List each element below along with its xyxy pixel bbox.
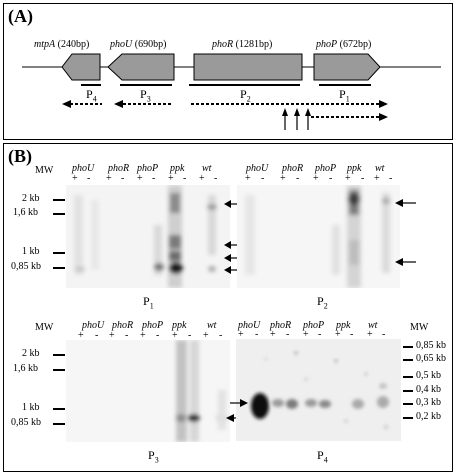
strain-wt-p2: wt [375,163,385,174]
blot-p1 [66,185,230,288]
panel-a: (A) mtpA (240bp) phoU (690b [3,3,453,140]
strain-phoP-p2: phoP [315,163,337,174]
strain-phoP-p3: phoP [142,320,164,331]
probe-label-p4: P4 [86,87,97,104]
blot-p2 [237,185,400,288]
marker-p3-1kb: 1 kb [22,402,40,413]
blot-p1-caption: P1 [143,294,154,311]
marker-p4-0-2kb: 0,2 kb [416,411,441,422]
start-site-arrow-3 [305,108,311,116]
strain-phoU-p2: phoU [246,163,269,174]
mw-label-p3: MW [35,322,54,333]
strain-ppk-p4: ppk [336,320,351,331]
probe-label-p1: P1 [339,87,350,104]
strain-phoR-p4: phoR [270,320,292,331]
blot-p3 [66,340,230,442]
strain-ppk-p1: ppk [170,163,185,174]
marker-p4-0-3kb: 0,3 kb [416,397,441,408]
strain-phoR-p2: phoR [282,163,304,174]
strain-phoU-p3: phoU [82,320,105,331]
gene-mtpA-arrow [61,53,101,81]
gene-label-phoP: phoP (672bp) [316,39,372,50]
marker-p4-0-4kb: 0,4 kb [416,384,441,395]
marker-p1-1-6kb: 1,6 kb [13,207,38,218]
gene-label-phoR: phoR (1281bp) [212,39,273,50]
strain-ppk-p3: ppk [172,320,187,331]
marker-p3-1-6kb: 1,6 kb [13,363,38,374]
gene-phoP-arrow [313,53,381,81]
start-site-arrow-2 [294,108,300,116]
marker-p4-0-85kb: 0,85 kb [416,340,446,351]
marker-p4-0-5kb: 0,5 kb [416,370,441,381]
gene-label-phoU: phoU (690bp) [110,39,167,50]
marker-p1-2kb: 2 kb [22,193,40,204]
panel-b: (B) MW phoU phoR phoP ppk wt +- +- +- +-… [3,143,453,472]
strain-wt-p3: wt [207,320,217,331]
marker-p4-0-65kb: 0,65 kb [416,353,446,364]
arrow-p4 [230,399,248,407]
strain-ppk-p2: ppk [347,163,362,174]
operon-map [22,53,441,130]
blot-p4 [236,339,401,441]
marker-p1-0-85kb: 0,85 kb [11,261,41,272]
probe-label-p3: P3 [140,87,151,104]
strain-phoU-p1: phoU [72,163,95,174]
blot-p4-caption: P4 [317,448,328,465]
mw-label-p4: MW [410,322,429,333]
gene-phoU-arrow [107,53,175,81]
marker-p3-0-85kb: 0,85 kb [11,417,41,428]
strain-wt-p4: wt [368,320,378,331]
panel-b-label: (B) [8,146,32,166]
strain-phoP-p4: phoP [303,320,325,331]
strain-wt-p1: wt [202,163,212,174]
strain-phoU-p4: phoU [238,320,261,331]
mw-label-p1: MW [35,165,54,176]
strain-phoR-p1: phoR [108,163,130,174]
strain-phoP-p1: phoP [137,163,159,174]
start-site-arrow-1 [282,108,288,116]
strain-phoR-p3: phoR [112,320,134,331]
arrows-p2 [395,199,416,266]
marker-p1-1kb: 1 kb [22,246,40,257]
gene-label-mtpA: mtpA (240bp) [34,39,90,50]
marker-p3-2kb: 2 kb [22,348,40,359]
gene-phoR-box [193,53,303,81]
panel-a-label: (A) [8,6,33,26]
blot-p3-caption: P3 [148,448,159,465]
probe-label-p2: P2 [240,87,251,104]
blot-p2-caption: P2 [317,294,328,311]
